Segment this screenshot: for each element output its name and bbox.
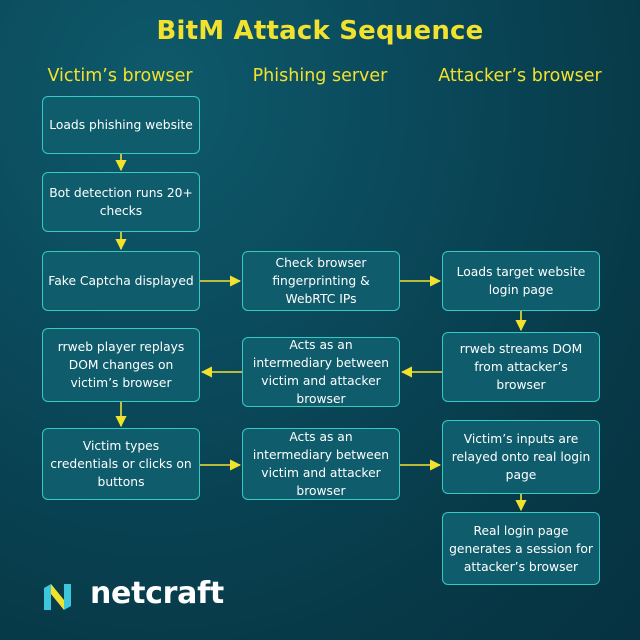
- step-session-generated: Real login page generates a session for …: [442, 512, 600, 585]
- step-label: Fake Captcha displayed: [48, 274, 194, 288]
- step-bot-detection: Bot detection runs 20+ checks: [42, 172, 200, 232]
- step-label: Real login page generates a session for …: [449, 523, 593, 574]
- step-inputs-relayed: Victim’s inputs are relayed onto real lo…: [442, 420, 600, 494]
- column-header-phishing: Phishing server: [252, 66, 388, 86]
- step-loads-target-website: Loads target website login page: [442, 251, 600, 311]
- netcraft-wordmark: netcraft: [90, 576, 224, 611]
- diagram-title: BitM Attack Sequence: [156, 16, 484, 46]
- step-label: Bot detection runs 20+ checks: [49, 186, 193, 218]
- step-label: Loads phishing website: [49, 118, 193, 132]
- step-rrweb-player-replays: rrweb player replays DOM changes on vict…: [42, 328, 200, 402]
- step-rrweb-streams-dom: rrweb streams DOM from attacker’s browse…: [442, 332, 600, 402]
- step-label: rrweb streams DOM from attacker’s browse…: [459, 342, 583, 392]
- column-header-attacker: Attacker’s browser: [438, 66, 602, 86]
- step-loads-phishing-website: Loads phishing website: [42, 96, 200, 154]
- step-fake-captcha: Fake Captcha displayed: [42, 251, 200, 311]
- step-label: rrweb player replays DOM changes on vict…: [57, 340, 185, 390]
- step-intermediary-2: Acts as an intermediary between victim a…: [242, 428, 400, 500]
- step-label: Acts as an intermediary between victim a…: [252, 430, 390, 498]
- step-label: Check browser fingerprinting & WebRTC IP…: [272, 256, 370, 306]
- column-header-victim: Victim’s browser: [47, 66, 193, 86]
- step-check-fingerprinting: Check browser fingerprinting & WebRTC IP…: [242, 251, 400, 311]
- step-label: Victim types credentials or clicks on bu…: [50, 439, 192, 489]
- step-label: Acts as an intermediary between victim a…: [252, 338, 390, 406]
- step-label: Victim’s inputs are relayed onto real lo…: [451, 432, 591, 482]
- step-label: Loads target website login page: [456, 265, 586, 297]
- netcraft-logo-icon: [44, 584, 71, 610]
- step-victim-types-credentials: Victim types credentials or clicks on bu…: [42, 428, 200, 500]
- step-intermediary-1: Acts as an intermediary between victim a…: [242, 337, 400, 407]
